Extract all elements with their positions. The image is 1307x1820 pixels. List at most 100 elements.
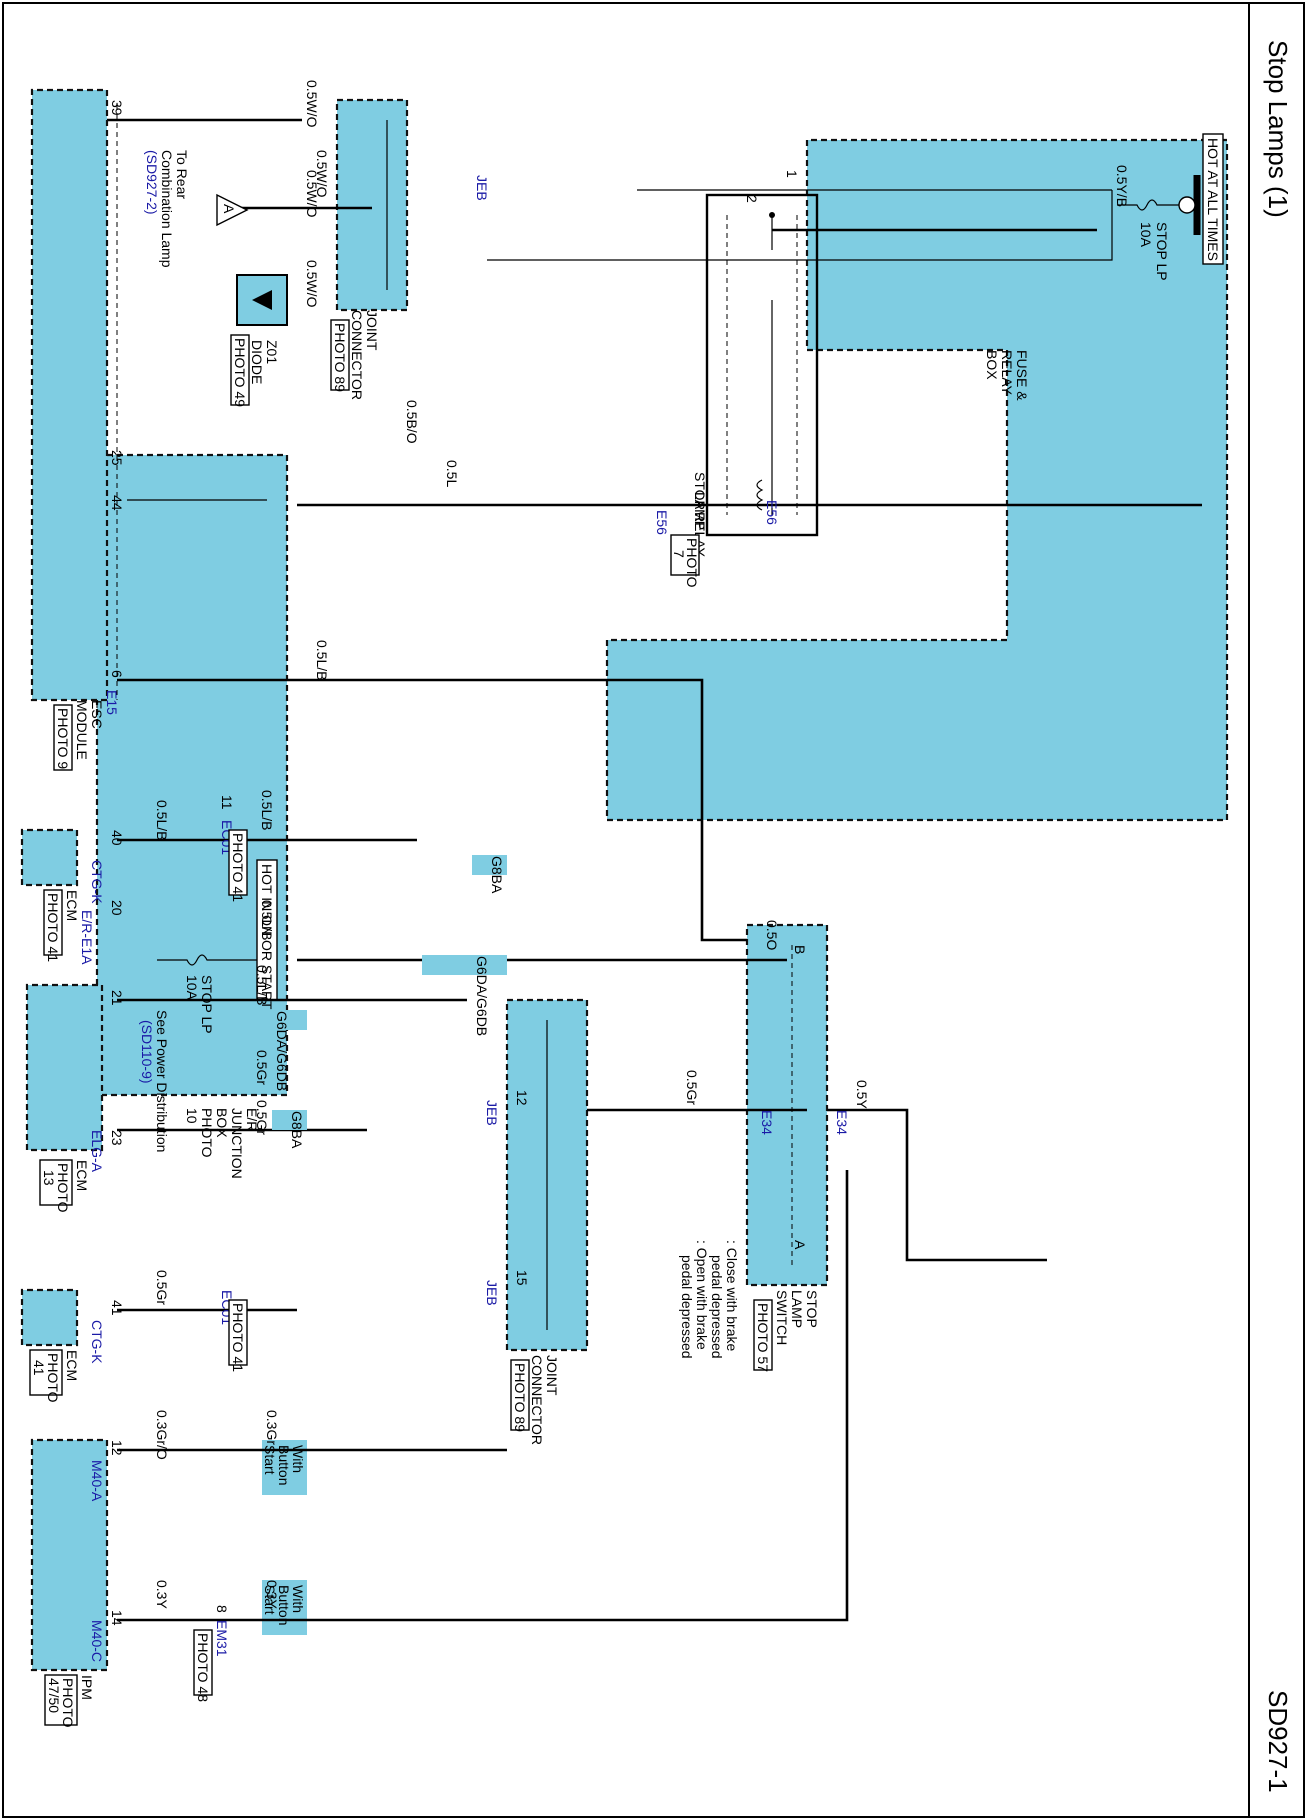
connector-m40c: M40-C [89, 1620, 105, 1662]
switch-label-1: STOP [804, 1290, 820, 1328]
ecm2-photo-1: PHOTO [55, 1163, 71, 1213]
stop-lamp-relay [705, 193, 819, 537]
jc2-label-2: CONNECTOR [529, 1355, 545, 1445]
jbox-label-1: E/R [244, 1108, 260, 1131]
switch-label-3: SWITCH [774, 1290, 790, 1345]
diode-photo-box [230, 334, 250, 406]
diode-label-2: DIODE [249, 340, 265, 384]
jc1-label-2: CONNECTOR [349, 310, 365, 400]
ecm-1 [20, 828, 79, 887]
ecm2-label: ECM [74, 1160, 90, 1191]
g6da-tag-2 [212, 1010, 307, 1030]
switch-mark-b: B [792, 945, 808, 954]
wire-y-b [487, 189, 1113, 261]
wire-label-wo-17: 0.5W/O [304, 80, 320, 128]
connector-m40a: M40-A [89, 1460, 105, 1502]
wire-label-y-03b: 0.3Y [264, 1580, 280, 1609]
note-a-1: : Close with brake [724, 1240, 740, 1351]
hot-all-times-label: HOT AT ALL TIMES [1205, 138, 1221, 261]
with-button-start-tag-1 [262, 1440, 307, 1495]
ec01-photo-box-2 [228, 1299, 248, 1366]
pin-44: 44 [109, 495, 125, 511]
g6da-label-2: G6DA/G6DB [274, 1011, 290, 1091]
with2-1: With [290, 1585, 306, 1613]
wire-label-gr-41: 0.5Gr [154, 1270, 170, 1305]
ecm2-photo-2: 13 [41, 1170, 57, 1186]
bus-terminal-icon [1178, 196, 1196, 214]
esc-label-2: MODULE [74, 700, 90, 760]
switch-mark-a: A [792, 1240, 808, 1250]
connector-e56-1: E56 [764, 500, 780, 525]
wire-label-lb-21: 0.5L/B [254, 965, 270, 1005]
ecm-3 [20, 1288, 79, 1347]
connector-e56-2: E56 [654, 510, 670, 535]
jbox-photo-1: PHOTO [199, 1108, 215, 1158]
g8ba-label-2: G8BA [289, 1111, 305, 1149]
diode-icon [252, 290, 272, 310]
wire-label-o: 0.5O [764, 920, 780, 950]
wire-label-gr-11: 0.5Gr [254, 1050, 270, 1085]
ec01-photo-box-1 [228, 829, 248, 896]
rear-lamp-1: To Rear [174, 150, 190, 199]
note-b-1: : Open with brake [694, 1240, 710, 1350]
wire-label-wo-19: 0.5W/O [304, 260, 320, 308]
switch-photo: PHOTO 57 [755, 1303, 771, 1372]
pin-23: 23 [109, 1130, 125, 1146]
pin-11: 11 [219, 795, 235, 810]
note-a-2: pedal depressed [709, 1255, 725, 1359]
rear-lamp-mark: A [221, 204, 237, 214]
connector-ctgk-1: CTG-K [89, 860, 105, 904]
connector-em31: EM31 [214, 1620, 230, 1657]
jc1-photo: PHOTO 89 [332, 323, 348, 392]
pin-25: 25 [109, 450, 125, 466]
wire-l-b-6 [117, 678, 747, 942]
jc1-photo-box [330, 319, 350, 391]
fuse1-label: STOP LP [1154, 222, 1170, 281]
em31-photo-box [193, 1629, 213, 1696]
wire-label-gr-03: 0.3Gr [264, 1410, 280, 1445]
with2-2: Button [276, 1585, 292, 1625]
jc2-photo-box [510, 1359, 530, 1431]
with2-3: Start [262, 1585, 278, 1615]
ecm1-label: ECM [64, 890, 80, 921]
ecm3-photo-1: PHOTO [45, 1353, 61, 1403]
connector-elga: ELG-A [89, 1130, 105, 1173]
wire-y-14 [117, 1170, 849, 1622]
rear-lamp-arrow-icon [216, 193, 249, 227]
power-dist-1: See Power Distribution [154, 1010, 170, 1152]
page-title: Stop Lamps (1) [1263, 40, 1293, 218]
wire-label-wo-16: 0.5W/O [314, 150, 330, 198]
hot-on-start-label: HOT IN ON OR START [259, 864, 275, 1010]
wire-label-lb-11: 0.5L/B [259, 790, 275, 830]
switch-label-2: LAMP [789, 1290, 805, 1328]
jc2-label-1: JOINT [544, 1355, 560, 1396]
pin-20: 20 [109, 900, 125, 916]
wire-label-yb: 0.5Y/B [1114, 165, 1130, 207]
relay-photo-1: PHOTO [684, 538, 700, 588]
jbox-photo-2: 10 [184, 1108, 200, 1124]
fuse-box-label-2: RELAY [999, 350, 1015, 396]
fuse-relay-box [605, 138, 1229, 822]
fuse2-rating: 10A [184, 975, 200, 1001]
relay-photo-box [670, 534, 700, 576]
relay-label-1: STOP [692, 472, 708, 510]
jc2-photo: PHOTO 89 [512, 1363, 528, 1432]
ec01-photo-1: PHOTO 41 [230, 833, 246, 902]
g8ba-tag [472, 855, 507, 875]
connector-e34-2: E34 [834, 1110, 850, 1135]
wire-y-2 [827, 1108, 1047, 1262]
pin-2: 2 [744, 195, 760, 203]
pin-12-ipm: 12 [109, 1440, 125, 1456]
with1-1: With [290, 1445, 306, 1473]
g8ba-tag-2 [272, 1110, 307, 1130]
pin-41: 41 [109, 1300, 125, 1316]
joint-connector-1 [335, 98, 409, 312]
wire-label-gr-o: 0.3Gr/O [154, 1410, 170, 1460]
hot-all-times-box [1202, 133, 1224, 265]
ecm2-photo-box [39, 1159, 73, 1206]
switch-photo-box [753, 1299, 773, 1371]
ipm-photo-2: 47/50 [46, 1678, 62, 1713]
fuse-box-label-3: BOX [984, 350, 1000, 380]
ecm3-label: ECM [64, 1350, 80, 1381]
pin-6: 6 [109, 670, 125, 678]
